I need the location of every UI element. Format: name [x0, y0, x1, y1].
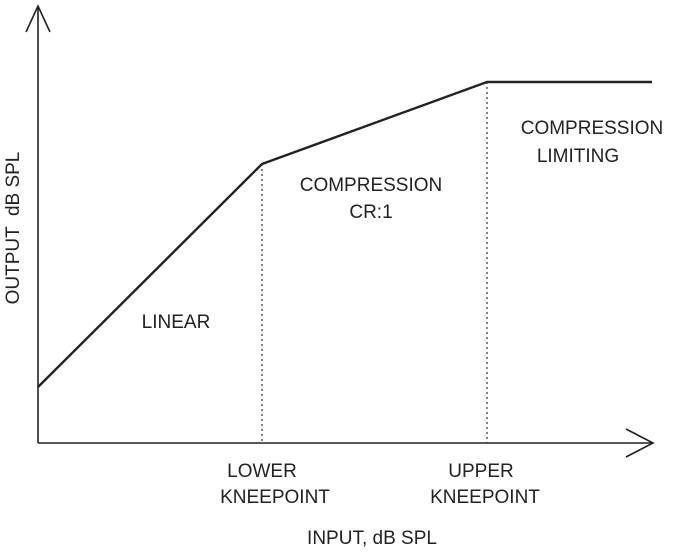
lower-kneepoint-label-line1: LOWER	[227, 461, 297, 482]
upper-kneepoint-label-line2: KNEEPOINT	[430, 487, 540, 508]
upper-kneepoint-label-line1: UPPER	[448, 461, 513, 482]
region-label-limiting-line1: COMPRESSION	[521, 118, 664, 139]
region-label-linear: LINEAR	[142, 312, 211, 333]
region-label-compression-line1: COMPRESSION	[300, 175, 443, 196]
y-axis-title: OUTPUT dB SPL	[3, 152, 24, 305]
lower-kneepoint-label-line2: KNEEPOINT	[220, 487, 330, 508]
x-axis-title: INPUT, dB SPL	[307, 528, 437, 549]
region-label-limiting-line2: LIMITING	[537, 146, 619, 167]
y-axis-arrowhead	[25, 4, 51, 33]
x-axis-arrowhead	[625, 428, 655, 458]
io-transfer-curve	[37, 80, 652, 388]
region-label-compression-line2: CR:1	[349, 202, 392, 223]
